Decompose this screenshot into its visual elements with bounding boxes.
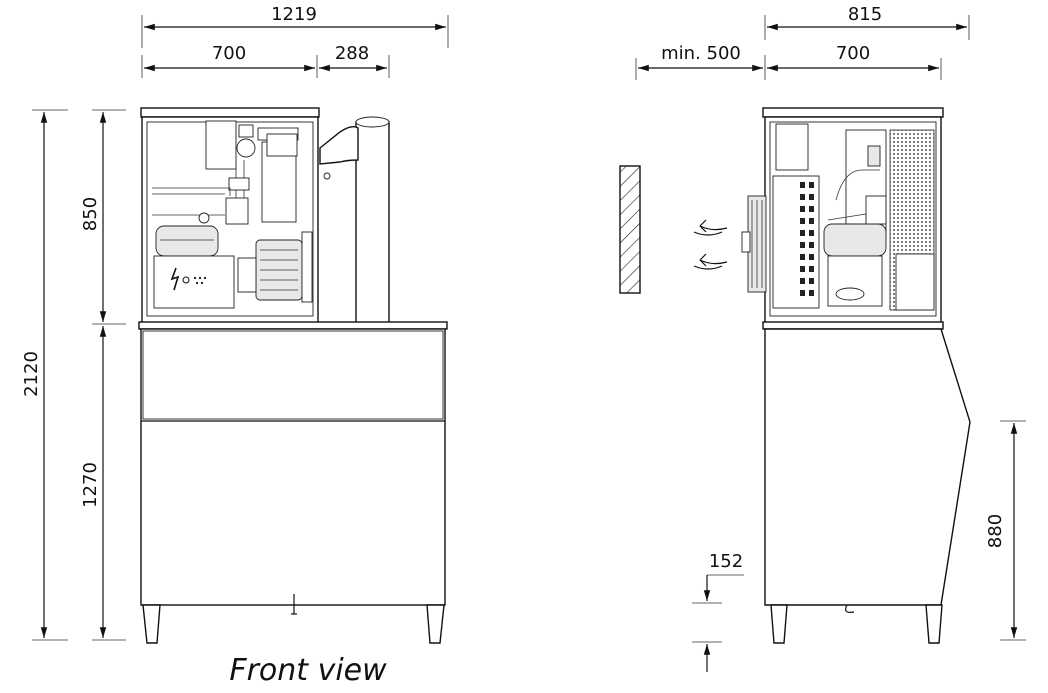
dim-1270: 1270 [80,462,101,508]
dim-700-front: 700 [212,43,246,64]
dim-152: 152 [709,551,743,572]
dim-815: 815 [848,4,882,25]
dim-min-500: min. 500 [661,43,741,64]
airflow-arrows [693,219,728,270]
dim-2120: 2120 [21,351,42,397]
dim-880: 880 [985,514,1006,548]
side-view-machine [741,107,971,644]
front-dimension-lines [32,15,449,641]
dim-1219: 1219 [271,4,317,25]
side-dimension-lines [635,15,1026,672]
dim-700-side: 700 [836,43,870,64]
front-view-machine [138,107,448,644]
dim-850: 850 [80,197,101,231]
wall-hatch [619,165,641,294]
front-view-caption: Front view [229,653,387,688]
dim-288: 288 [335,43,369,64]
